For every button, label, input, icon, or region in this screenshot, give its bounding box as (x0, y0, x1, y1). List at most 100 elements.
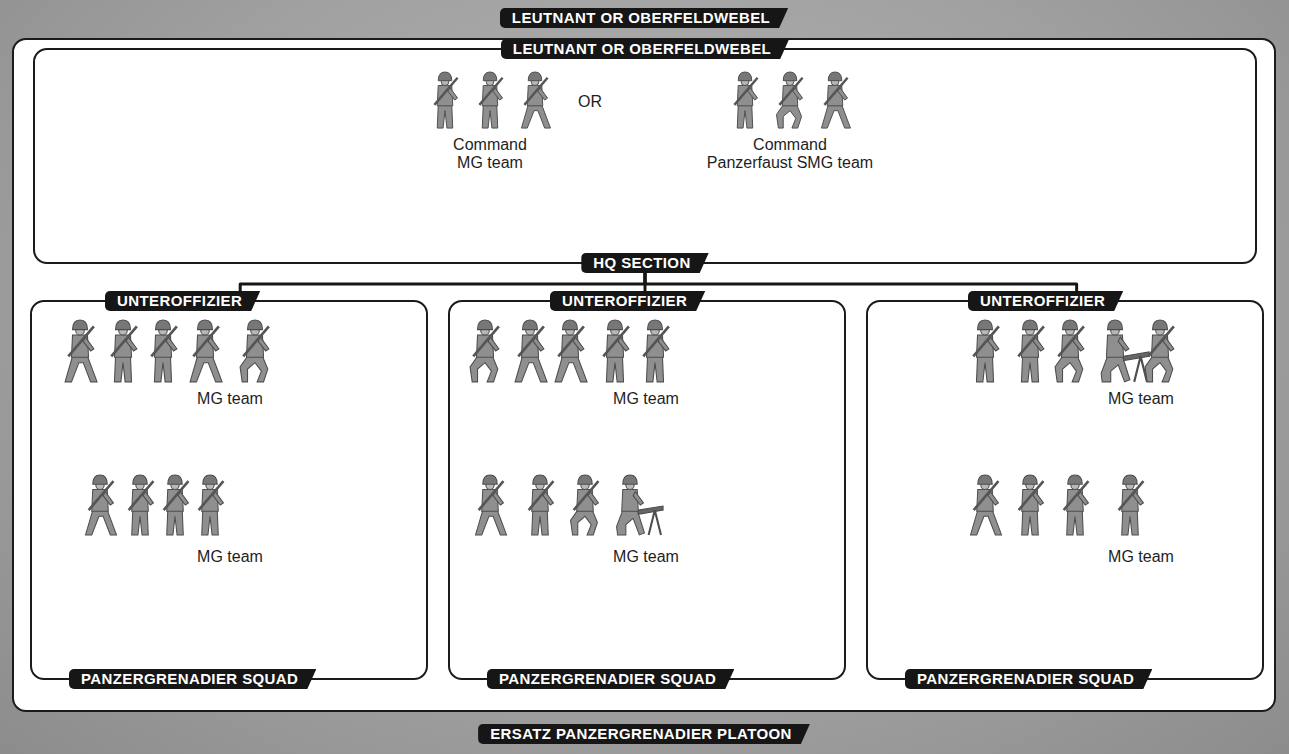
figure-arm (208, 337, 219, 351)
figure-legs (1101, 356, 1130, 382)
figure-legs (154, 356, 171, 382)
figure-legs (555, 356, 587, 382)
miniature (1119, 475, 1144, 535)
figure-arm (213, 492, 223, 505)
tripod (1134, 356, 1147, 382)
miniature-figure (971, 475, 1002, 535)
figure-torso (202, 489, 219, 511)
miniature-figure (164, 475, 189, 535)
figure-legs (646, 356, 663, 382)
miniature-figure (521, 72, 550, 128)
miniature (971, 475, 1002, 535)
figure-face (96, 481, 104, 489)
squad-box: UNTEROFFIZIERMG teamMG teamPANZERGRENADI… (448, 300, 846, 680)
figure-face (1156, 326, 1165, 335)
team-label: MG team (613, 390, 679, 408)
miniature-figure (529, 475, 554, 535)
figure-arm (83, 337, 94, 351)
figure-arm (1133, 492, 1143, 505)
figure-helmet (533, 475, 547, 484)
rifle (68, 326, 94, 356)
figure-face (119, 326, 128, 335)
figure-arm (538, 87, 548, 100)
figure-face (581, 481, 589, 489)
figure-face (171, 481, 179, 489)
figure-helmet (73, 320, 88, 330)
figure-torso (92, 489, 109, 511)
figure-torso (827, 86, 842, 106)
miniature-figure (555, 320, 587, 382)
figure-torso (521, 335, 538, 357)
figure-legs (737, 105, 752, 128)
miniature (1055, 320, 1084, 382)
figure-legs (971, 510, 1002, 535)
figure-face (1026, 481, 1034, 489)
squad-name-tab: PANZERGRENADIER SQUAD (69, 669, 316, 689)
miniature (776, 72, 802, 128)
figure-face (1126, 481, 1134, 489)
miniature (65, 320, 97, 382)
figure-arm (166, 337, 177, 351)
miniature (521, 72, 550, 128)
rifle (473, 326, 499, 356)
rifle (1018, 326, 1044, 356)
figure-arm (533, 337, 544, 351)
figure-arm (493, 87, 503, 100)
rifle (973, 326, 999, 356)
miniature-figure (434, 72, 457, 128)
figure-face (1026, 326, 1035, 335)
team-label: Command Panzerfaust SMG team (707, 136, 873, 172)
figure-legs (167, 510, 184, 535)
figure-arm (633, 492, 643, 505)
team-label: MG team (1108, 548, 1174, 566)
figure-helmet (116, 320, 131, 330)
rifle (734, 78, 757, 105)
figure-helmet (156, 320, 171, 330)
figure-torso (1151, 335, 1168, 357)
figure-legs (86, 510, 117, 535)
rifle (129, 481, 154, 510)
team-label: MG team (197, 548, 263, 566)
miniatures-illustration (35, 50, 1255, 262)
rifle (193, 326, 219, 356)
rifle (603, 326, 629, 356)
figure-face (1066, 326, 1075, 335)
figure-face (486, 481, 494, 489)
miniature (129, 475, 154, 535)
miniature-figure (151, 320, 177, 382)
rifle (243, 326, 269, 356)
figure-face (611, 326, 620, 335)
figure-helmet (1068, 475, 1082, 484)
rifle (558, 326, 584, 356)
figure-arm (448, 87, 458, 100)
figure-arm (488, 337, 499, 351)
miniature (1145, 320, 1174, 382)
figure-arm (1033, 492, 1043, 505)
figure-torso (977, 489, 994, 511)
rifle (479, 78, 502, 105)
rifle (518, 326, 544, 356)
figure-legs (821, 105, 850, 128)
figure-torso (476, 335, 493, 357)
rifle (529, 481, 554, 510)
rifle (434, 78, 457, 105)
rifle (151, 326, 177, 356)
figure-face (981, 481, 989, 489)
rifle (574, 481, 599, 510)
figure-helmet (1023, 475, 1037, 484)
figure-arm (103, 492, 113, 505)
figure-torso (246, 335, 263, 357)
miniature (1018, 320, 1044, 382)
figure-helmet (198, 320, 213, 330)
rifle (1119, 481, 1144, 510)
figure-legs (114, 356, 131, 382)
option-label: OR (578, 93, 602, 111)
figure-helmet (608, 320, 623, 330)
figure-helmet (248, 320, 263, 330)
miniature-figure (617, 475, 664, 535)
miniature (470, 320, 499, 382)
figure-helmet (1123, 475, 1137, 484)
miniature-figure (476, 475, 507, 535)
figure-torso (154, 335, 171, 357)
